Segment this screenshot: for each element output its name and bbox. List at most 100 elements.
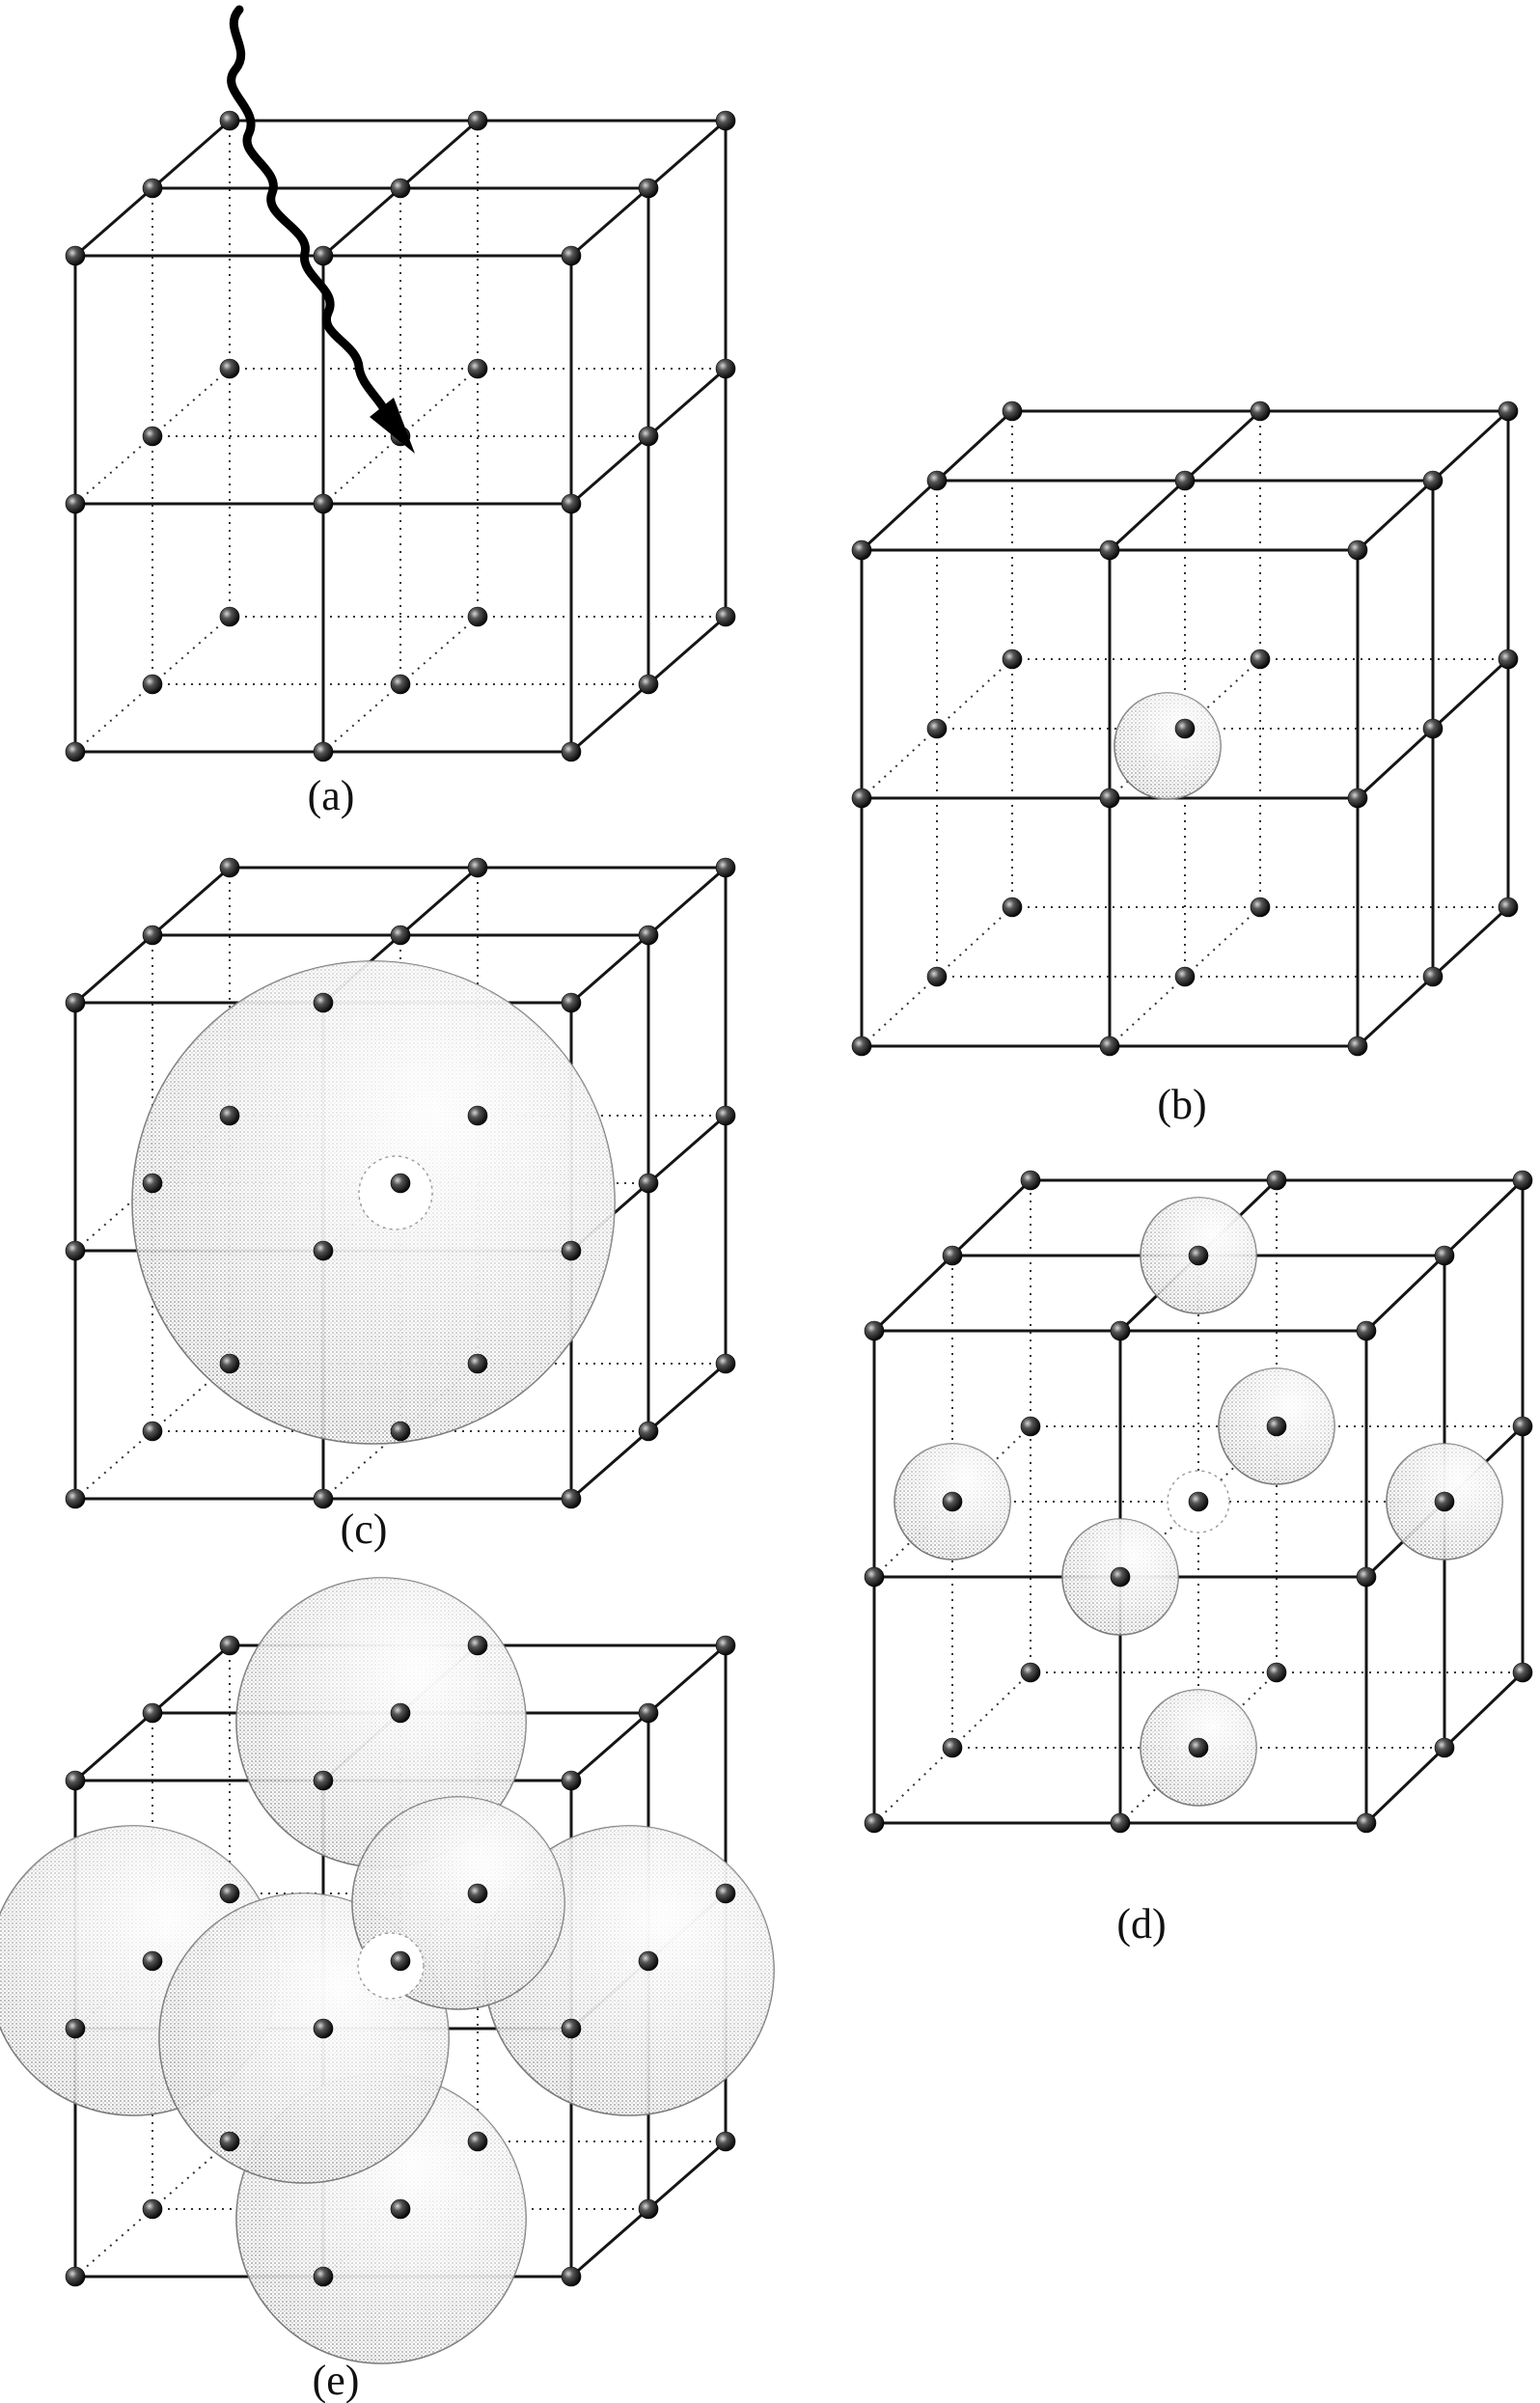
lattice-atom	[561, 1240, 582, 1261]
panel-a	[65, 5, 736, 762]
panel-d-label: (d)	[1116, 1900, 1166, 1947]
lattice-edge	[860, 479, 939, 552]
lattice-atom	[313, 1488, 334, 1509]
lattice-edge	[570, 2207, 649, 2279]
lattice-edge	[647, 1362, 727, 1433]
lattice-edge	[151, 616, 231, 685]
lattice-atom	[313, 2018, 334, 2039]
lattice-atom	[1250, 400, 1271, 422]
lattice-atom	[467, 110, 488, 131]
lattice-atom	[864, 1566, 885, 1588]
lattice-atom	[1188, 1737, 1209, 1758]
lattice-edge	[151, 1643, 231, 1715]
lattice-atom	[942, 1491, 963, 1512]
lattice-atom	[313, 992, 334, 1013]
lattice-edge	[1431, 409, 1510, 483]
interstitial-hole	[357, 1932, 425, 2000]
lattice-edge	[74, 933, 153, 1005]
lattice-atom	[65, 493, 86, 514]
lattice-atom	[638, 1950, 659, 1972]
lattice-atom	[1356, 1812, 1377, 1834]
lattice-edge	[647, 119, 727, 190]
lattice-edge	[872, 1254, 954, 1333]
lattice-atom	[219, 1353, 240, 1374]
lattice-edge	[1431, 657, 1510, 731]
lattice-atom	[142, 925, 163, 946]
lattice-atom	[1512, 1416, 1533, 1437]
lattice-edge	[570, 186, 649, 258]
lattice-atom	[1099, 539, 1120, 561]
lattice-edge	[322, 186, 401, 258]
lattice-edge	[951, 1671, 1031, 1749]
lattice-atom	[65, 1770, 86, 1791]
lattice-edge	[936, 658, 1013, 730]
lattice-atom	[390, 925, 411, 946]
lattice-atom	[715, 857, 736, 878]
lattice-atoms	[65, 110, 736, 762]
lattice-atoms	[65, 857, 736, 1509]
small-sphere	[1114, 692, 1222, 800]
lattice-atom	[638, 178, 659, 199]
lattice-atom	[1498, 400, 1519, 422]
lattice-atom	[926, 718, 948, 739]
lattice-atom	[142, 1421, 163, 1442]
panel-b	[851, 400, 1519, 1057]
lattice-atom	[1347, 787, 1368, 809]
lattice-edge	[74, 683, 153, 753]
lattice-atom	[142, 2198, 163, 2220]
lattice-edge	[399, 119, 479, 190]
incoming-particle-arrow	[227, 5, 415, 454]
lattice-atom	[1512, 1170, 1533, 1191]
lattice-edge	[74, 186, 153, 258]
lattice-atom	[390, 1950, 411, 1972]
lattice-atom	[1434, 1491, 1455, 1512]
lattice-atom	[715, 1105, 736, 1126]
lattice-atom	[715, 358, 736, 379]
lattice-edge	[647, 367, 727, 438]
lattice-edge	[74, 1711, 153, 1782]
lattice-atom	[942, 1737, 963, 1758]
lattice-atom	[313, 493, 334, 514]
lattice-atom	[219, 1635, 240, 1656]
lattice-atom	[1422, 718, 1444, 739]
lattice-edge	[873, 1747, 953, 1824]
lattice-atom	[65, 992, 86, 1013]
lattice-edge	[570, 1429, 649, 1501]
lattice-edge	[647, 1643, 727, 1715]
lattice-atom	[1266, 1416, 1287, 1437]
lattice-atom	[313, 741, 334, 762]
lattice-atom	[313, 1770, 334, 1791]
lattice-atom	[638, 1421, 659, 1442]
lattice-atom	[1110, 1566, 1131, 1588]
lattice-atom	[715, 1635, 736, 1656]
lattice-edge	[570, 933, 649, 1005]
lattice-atom	[942, 1245, 963, 1266]
lattice-atom	[390, 1173, 411, 1194]
panel-c-label: (c)	[341, 1505, 388, 1553]
lattice-atom	[715, 110, 736, 131]
lattice-atom	[1422, 470, 1444, 491]
lattice-atom	[638, 674, 659, 695]
lattice-atom	[715, 1353, 736, 1374]
lattice-edge	[322, 683, 401, 753]
lattice-atom	[561, 1770, 582, 1791]
lattice-atom	[1174, 966, 1196, 987]
lattice-atom	[715, 606, 736, 627]
lattice-atom	[1347, 1036, 1368, 1057]
lattice-atom	[65, 1240, 86, 1261]
lattice-edge	[1356, 479, 1435, 552]
lattice-atom	[313, 245, 334, 266]
lattice-atom	[142, 674, 163, 695]
interstitial-hole	[358, 1155, 433, 1230]
lattice-atom	[1099, 1036, 1120, 1057]
panel-d	[864, 1170, 1533, 1834]
lattice-atom	[1020, 1416, 1041, 1437]
lattice-atom	[864, 1812, 885, 1834]
lattice-atom	[65, 245, 86, 266]
lattice-edge	[399, 616, 479, 685]
lattice-atom	[1020, 1170, 1041, 1191]
lattice-atom	[142, 426, 163, 447]
lattice-atom	[561, 992, 582, 1013]
lattice-edge	[1364, 1746, 1446, 1825]
